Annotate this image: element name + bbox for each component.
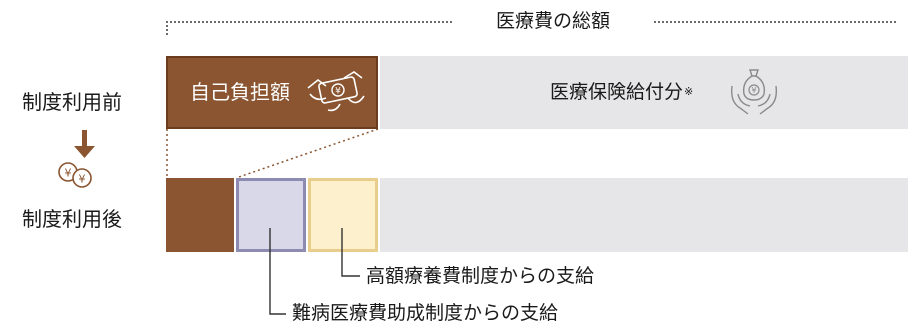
self-pay-box-before: 自己負担額 ¥ <box>166 56 378 129</box>
total-bracket-right <box>654 21 896 23</box>
svg-text:¥: ¥ <box>65 167 72 180</box>
note-mark: ※ <box>684 85 694 98</box>
self-pay-connector <box>166 129 379 179</box>
yen-coins-icon: ¥ ¥ <box>58 162 92 188</box>
row-label-after: 制度利用後 <box>22 207 122 231</box>
svg-text:¥: ¥ <box>335 87 341 97</box>
callout-lines <box>269 228 360 315</box>
self-pay-label: 自己負担額 <box>190 80 290 104</box>
arrow-down-icon <box>74 130 95 158</box>
insurance-benefit-label: 医療保険給付分※ <box>550 78 693 106</box>
row-label-before: 制度利用前 <box>22 90 122 114</box>
insurance-benefit-box-after <box>380 178 908 252</box>
insurance-benefit-text: 医療保険給付分 <box>550 81 684 103</box>
insurance-benefit-box: 医療保険給付分※ ¥ <box>380 56 908 129</box>
wallet-yen-icon: ¥ <box>307 71 365 112</box>
svg-text:¥: ¥ <box>79 173 86 186</box>
total-bracket-left <box>166 21 452 23</box>
total-bracket-tick <box>166 21 168 35</box>
nanbyo-subsidy-box <box>236 178 306 252</box>
kogaku-callout-label: 高額療養費制度からの支給 <box>366 265 595 287</box>
kogaku-subsidy-box <box>308 178 378 252</box>
self-pay-box-after <box>166 178 234 252</box>
hands-money-bag-icon: ¥ <box>730 69 778 115</box>
svg-text:¥: ¥ <box>751 86 756 95</box>
total-cost-label: 医療費の総額 <box>495 10 610 32</box>
nanbyo-callout-label: 難病医療費助成制度からの支給 <box>292 302 559 324</box>
